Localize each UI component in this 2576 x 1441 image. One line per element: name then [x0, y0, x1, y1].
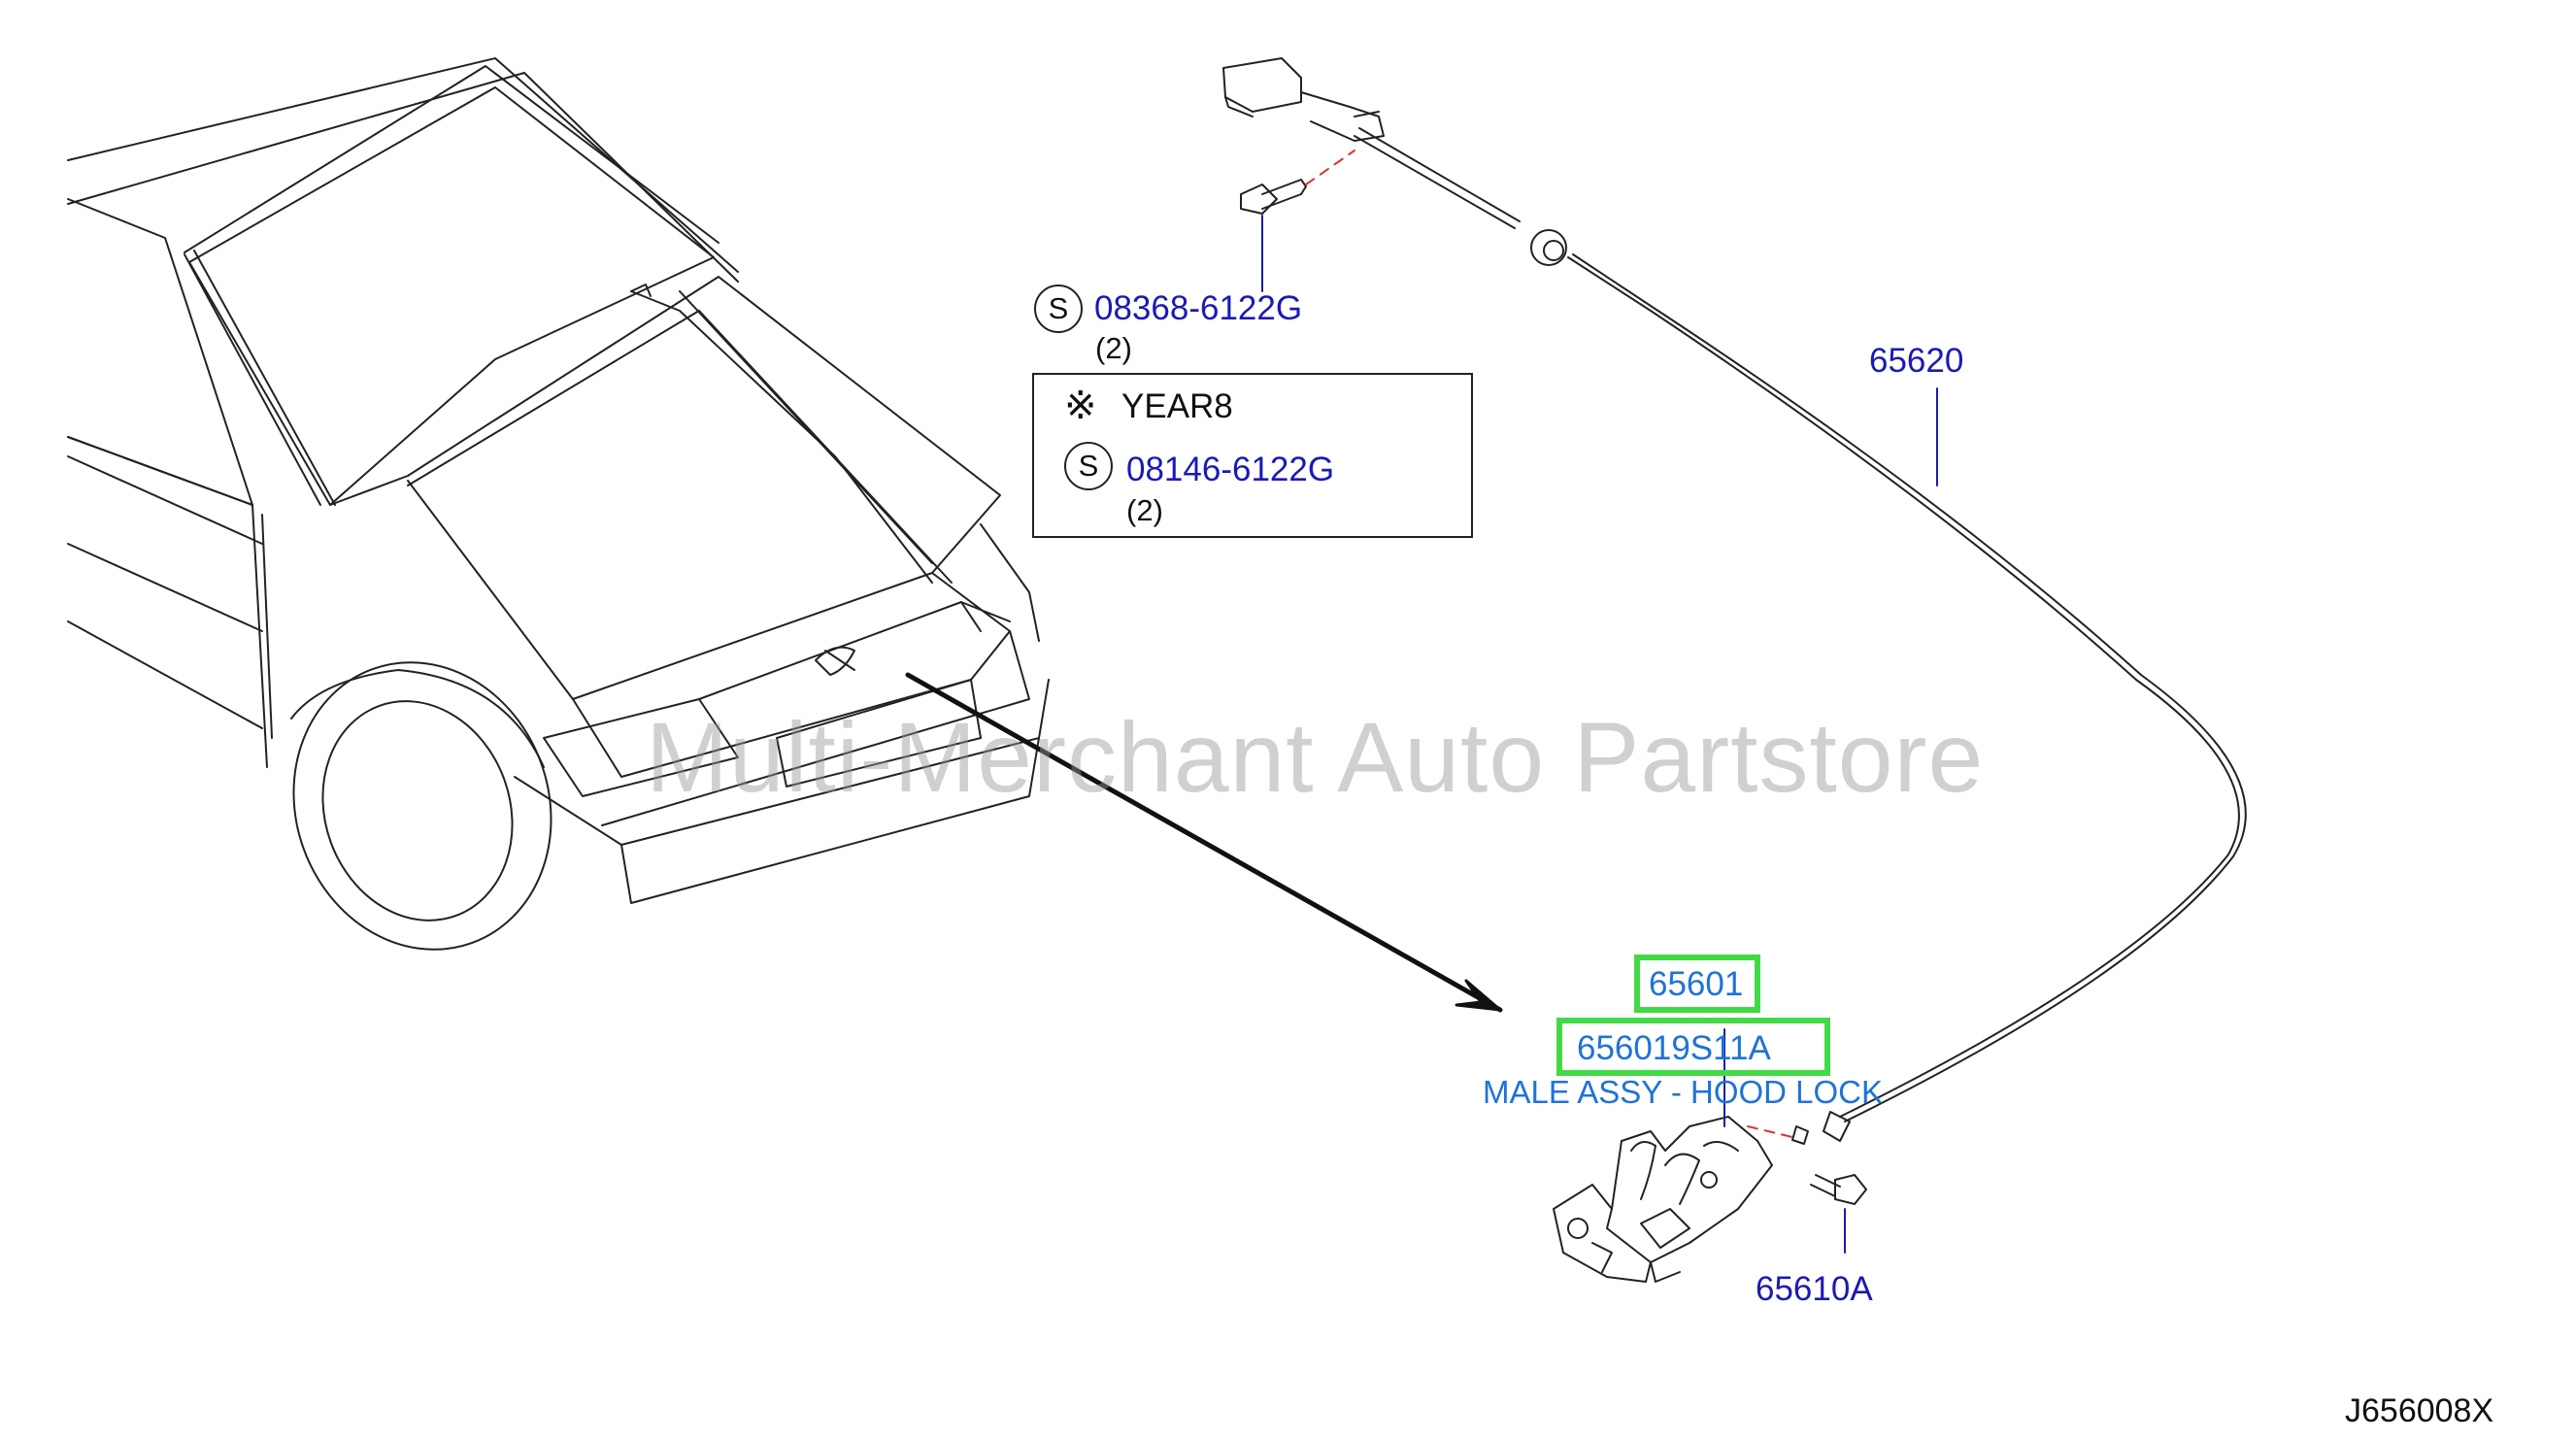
part-number-65620[interactable]: 65620 [1869, 342, 1964, 380]
standard-part-symbol: S [1034, 285, 1083, 333]
note-year: YEAR8 [1121, 387, 1233, 425]
quantity-08368: (2) [1095, 331, 1132, 365]
note-symbol: ※ [1064, 385, 1097, 427]
part-number-08146-6122g[interactable]: 08146-6122G [1126, 451, 1335, 488]
callout-arrow [905, 672, 1503, 1013]
quantity-08146: (2) [1126, 493, 1163, 527]
year-note-box [1032, 373, 1473, 538]
screw-08368 [1240, 179, 1307, 292]
hood-release-cable [1222, 57, 2247, 1145]
part-number-65601[interactable]: 65601 [1649, 965, 1744, 1003]
part-number-65610a[interactable]: 65610A [1756, 1270, 1873, 1308]
bolt-65610a [1810, 1174, 1867, 1254]
highlight-656019s11a [1556, 1018, 1830, 1076]
drawing-id: J656008X [2345, 1392, 2494, 1429]
highlight-65601 [1634, 955, 1760, 1013]
part-description: MALE ASSY - HOOD LOCK [1483, 1074, 1884, 1110]
part-number-656019s11a[interactable]: 656019S11A [1577, 1029, 1771, 1067]
part-number-08368-6122g[interactable]: 08368-6122G [1094, 289, 1303, 327]
watermark: Multi-Merchant Auto Partstore [646, 702, 1985, 813]
vehicle-illustration [67, 57, 1050, 951]
hood-lock-assembly [1553, 1028, 1797, 1283]
standard-part-symbol-note: S [1064, 442, 1113, 490]
